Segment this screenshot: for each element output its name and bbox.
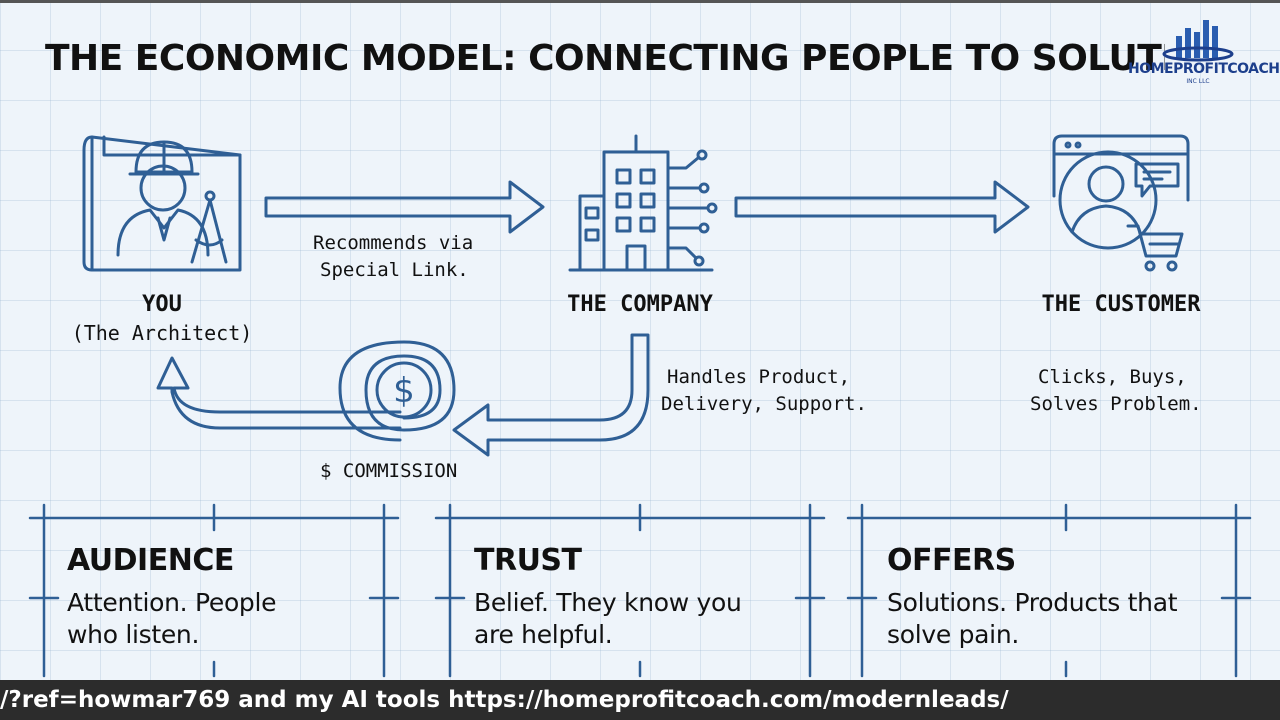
top-border — [0, 0, 1280, 3]
node-customer-title: THE CUSTOMER — [1041, 292, 1201, 317]
commission-arrow — [156, 333, 650, 457]
logo-subtitle: INC LLC — [1186, 78, 1210, 85]
node-customer-note-line1: Clicks, Buys, — [1038, 366, 1187, 388]
node-you-title: YOU — [142, 292, 182, 317]
brand-logo: HOMEPROFITCOACH INC LLC — [1128, 14, 1280, 90]
edge-recommends-line2: Special Link. — [320, 259, 469, 281]
card-trust-body-line2: are helpful. — [474, 620, 613, 649]
arrow-you-to-company — [264, 180, 545, 234]
card-frames — [28, 503, 1252, 678]
card-audience-title: AUDIENCE — [67, 543, 234, 578]
coin-spiral-icon — [338, 340, 456, 442]
edge-recommends-line1: Recommends via — [313, 232, 474, 254]
node-customer-note-line2: Solves Problem. — [1030, 393, 1202, 415]
node-you-subtitle: (The Architect) — [71, 321, 253, 345]
page-title: THE ECONOMIC MODEL: CONNECTING PEOPLE TO… — [45, 38, 1165, 79]
customer-icon — [1052, 134, 1190, 272]
caption-footer: /?ref=howmar769 and my AI tools https://… — [0, 680, 1280, 720]
card-offers-body-line1: Solutions. Products that — [887, 588, 1178, 617]
architect-icon — [82, 135, 242, 272]
logo-bars-icon — [1162, 20, 1234, 62]
arrow-company-to-customer — [734, 180, 1030, 234]
card-audience-body-line1: Attention. People — [67, 588, 277, 617]
company-building-icon — [568, 134, 718, 272]
node-company-title: THE COMPANY — [567, 292, 713, 317]
card-trust-body-line1: Belief. They know you — [474, 588, 742, 617]
node-company-note-line1: Handles Product, — [667, 366, 851, 388]
card-offers-body-line2: solve pain. — [887, 620, 1020, 649]
card-audience-body-line2: who listen. — [67, 620, 200, 649]
dollar-sign-icon: $ — [393, 371, 415, 411]
node-company-note-line2: Delivery, Support. — [661, 393, 867, 415]
logo-name: HOMEPROFITCOACH — [1128, 61, 1280, 77]
commission-label: $ COMMISSION — [320, 460, 458, 482]
card-trust-title: TRUST — [474, 543, 582, 578]
card-offers-title: OFFERS — [887, 543, 1016, 578]
